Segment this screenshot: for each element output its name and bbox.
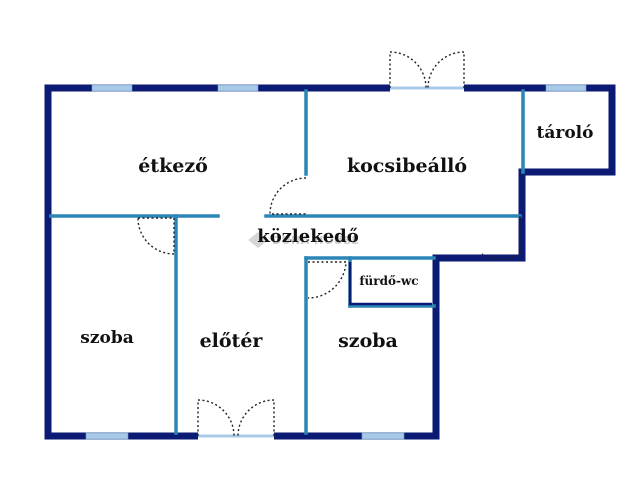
bathroom-outline xyxy=(348,262,432,306)
window-top-1 xyxy=(91,84,133,92)
watermark-logo-icon xyxy=(248,232,268,248)
window-bottom-2 xyxy=(361,432,405,440)
room-label-tarolo: tároló xyxy=(537,123,594,143)
windows xyxy=(85,84,587,440)
door-swing-szoba-right xyxy=(307,261,347,299)
room-label-eloter: előtér xyxy=(200,330,264,352)
room-label-szoba-left: szoba xyxy=(80,328,133,348)
room-label-kozlekedo: közlekedő xyxy=(257,226,359,247)
door-swing-bottom-right xyxy=(237,399,275,437)
door-swing-top-left xyxy=(389,51,427,89)
interior-walls xyxy=(49,89,525,435)
room-label-etkezo: étkező xyxy=(138,155,208,177)
watermark-text: DUNA HOUSE xyxy=(272,234,360,247)
window-bottom-1 xyxy=(85,432,129,440)
room-label-furdo-wc: fürdő-wc xyxy=(359,274,418,288)
door-swing-szoba-left xyxy=(137,217,175,255)
door-swing-bottom-left xyxy=(197,399,235,437)
outer-wall xyxy=(44,84,616,440)
window-top-2 xyxy=(217,84,259,92)
door-swing-etkezo xyxy=(269,177,307,215)
room-label-kocsibeallo: kocsibeálló xyxy=(347,155,467,177)
room-label-szoba-right: szoba xyxy=(338,330,398,352)
watermark: DUNA HOUSE xyxy=(248,232,360,248)
door-swings xyxy=(137,51,521,437)
window-top-3 xyxy=(545,84,587,92)
door-swing-top-right xyxy=(427,51,465,89)
door-swing-kozlekedo-right xyxy=(481,216,521,260)
